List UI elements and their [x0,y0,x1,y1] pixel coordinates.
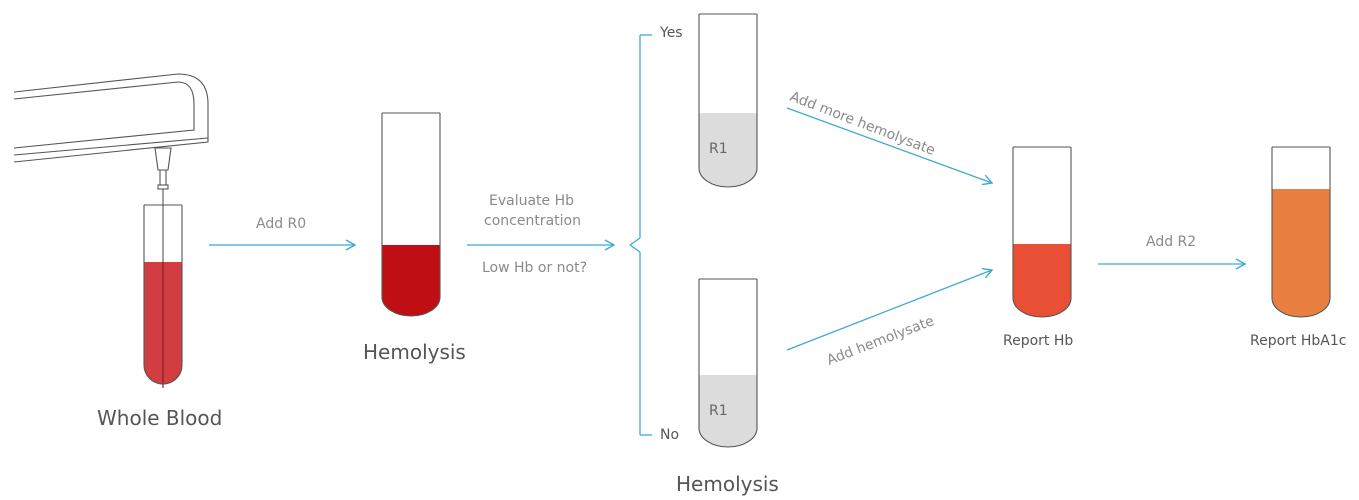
label-low-hb-question: Low Hb or not? [482,260,588,276]
label-whole-blood: Whole Blood [97,406,223,430]
hemolysis-tube [381,112,441,317]
label-report-hba1c: Report HbA1c [1250,333,1347,349]
report-hb-tube [1012,146,1072,318]
arrow-add-more-hemolysate [786,107,994,186]
label-r1-bottom: R1 [709,403,728,419]
label-add-more-hemolysate: Add more hemolysate [788,89,938,159]
r1-tube-yes [698,13,758,188]
label-no: No [660,427,680,443]
label-hemolysis-1: Hemolysis [363,340,466,364]
label-add-r2: Add R2 [1146,234,1197,250]
label-add-r0: Add R0 [256,216,307,232]
whole-blood-tube [143,204,183,388]
decision-bracket [629,34,652,436]
label-add-hemolysate: Add hemolysate [825,313,937,369]
label-evaluate-hb: Evaluate Hb [489,193,575,209]
label-r1-top: R1 [709,141,728,157]
label-concentration: concentration [484,213,581,229]
arrow-add-hemolysate [786,267,994,351]
analyzer-arm-icon [13,73,209,163]
label-yes: Yes [660,25,683,41]
r1-tube-no [698,278,758,448]
label-hemolysis-2: Hemolysis [676,472,779,496]
label-report-hb: Report Hb [1003,333,1074,349]
report-hba1c-tube [1271,146,1331,318]
